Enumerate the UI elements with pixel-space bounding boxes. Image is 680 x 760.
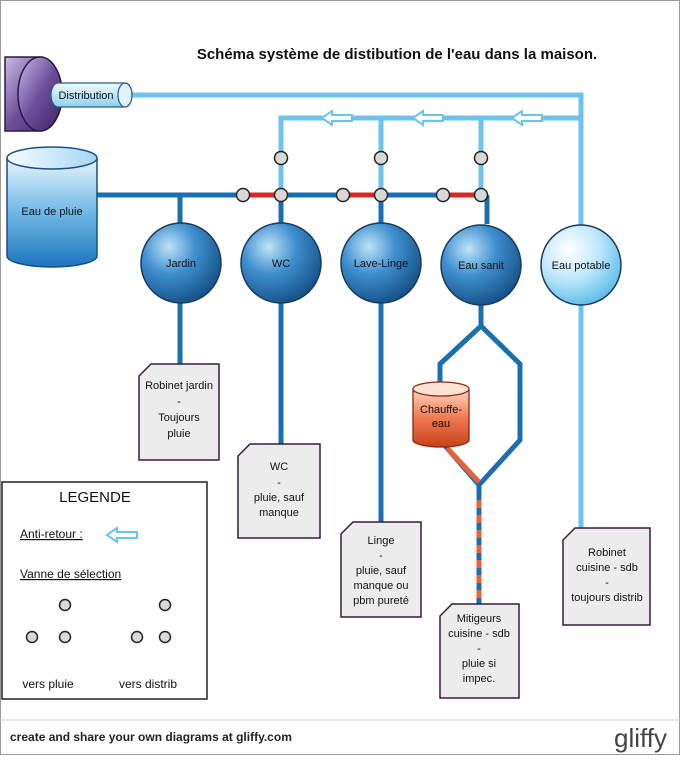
label-wc: WC — [272, 258, 290, 270]
note-linge-line: manque ou — [353, 580, 408, 592]
anti-retour-icon — [411, 109, 444, 127]
distribution-branch-pipe — [278, 115, 581, 152]
diagram-title: Schéma système de distibution de l'eau d… — [197, 46, 597, 63]
valve-node — [373, 150, 389, 166]
anti-retour-arrows — [320, 109, 543, 127]
note-jardin-line: Robinet jardin — [145, 380, 213, 392]
note-mitigeurs — [439, 603, 520, 699]
note-robinet-line: cuisine - sdb — [576, 562, 638, 574]
legend: LEGENDE Anti-retour : Vanne de sélection… — [1, 481, 208, 700]
label-lave-linge: Lave-Linge — [354, 258, 408, 270]
label-jardin: Jardin — [166, 258, 196, 270]
note-mitigeurs-line: pluie si — [462, 658, 496, 670]
note-linge-line: pbm pureté — [353, 595, 409, 607]
note-robinet-line: - — [605, 577, 609, 589]
pipe-heater-hot — [445, 446, 481, 484]
legend-vers-distrib: vers distrib — [119, 677, 177, 691]
note-wc-line: WC — [270, 461, 288, 473]
note-linge-line: Linge — [368, 535, 395, 547]
node-jardin — [140, 222, 222, 304]
valve-node — [235, 187, 251, 203]
valve-node — [335, 187, 351, 203]
note-linge-line: pluie, sauf — [356, 565, 407, 577]
label-eau-potable: Eau potable — [552, 260, 611, 272]
legend-valve-node — [58, 598, 72, 612]
note-shapes — [138, 363, 651, 699]
node-eau-sanit — [440, 224, 522, 306]
note-robinet-line: Robinet — [588, 547, 626, 559]
legend-anti-retour-icon — [105, 526, 138, 544]
legend-vanne-label: Vanne de sélection — [20, 567, 121, 581]
rain-tank-label: Eau de pluie — [21, 206, 82, 218]
note-jardin-line: pluie — [167, 428, 190, 440]
valve-nodes — [235, 150, 489, 203]
consumer-nodes — [140, 222, 622, 306]
note-wc-line: - — [277, 477, 281, 489]
distribution-main-pipe — [132, 92, 584, 528]
legend-anti-retour-label: Anti-retour : — [20, 527, 83, 541]
note-linge — [340, 521, 422, 618]
note-mitigeurs-line: Mitigeurs — [457, 613, 502, 625]
node-eau-potable — [540, 224, 622, 306]
note-wc-line: manque — [259, 507, 299, 519]
legend-title: LEGENDE — [59, 489, 131, 506]
valve-node — [373, 187, 389, 203]
valve-node — [273, 150, 289, 166]
note-mitigeurs-line: cuisine - sdb — [448, 628, 510, 640]
note-robinet — [562, 527, 651, 626]
note-mitigeurs-line: - — [477, 643, 481, 655]
valve-node — [473, 187, 489, 203]
valve-node — [273, 187, 289, 203]
legend-valve-node — [58, 630, 72, 644]
legend-valve-node — [158, 630, 172, 644]
distribution-label: Distribution — [58, 90, 113, 102]
valve-node — [435, 187, 451, 203]
legend-vers-pluie: vers pluie — [22, 677, 74, 691]
heater-label-1: Chauffe- — [420, 404, 462, 416]
note-jardin-line: - — [177, 396, 181, 408]
rain-tank: Eau de pluie — [6, 146, 98, 268]
gliffy-logo: gliffy — [614, 723, 667, 753]
legend-valve-node — [130, 630, 144, 644]
note-linge-line: - — [379, 550, 383, 562]
note-jardin — [138, 363, 220, 461]
anti-retour-icon — [320, 109, 353, 127]
valve-node — [473, 150, 489, 166]
distribution-source: Distribution — [4, 56, 133, 132]
heater-label-2: eau — [432, 418, 450, 430]
node-lave-linge — [340, 222, 422, 304]
note-jardin-line: Toujours — [158, 412, 200, 424]
legend-valve-node — [158, 598, 172, 612]
label-eau-sanit: Eau sanit — [458, 260, 504, 272]
footer-text: create and share your own diagrams at gl… — [10, 730, 292, 744]
legend-box — [1, 481, 208, 700]
node-wc — [240, 222, 322, 304]
note-wc — [237, 443, 321, 539]
anti-retour-icon — [510, 109, 543, 127]
chauffe-eau: Chauffe- eau — [412, 381, 470, 448]
legend-valve-node — [25, 630, 39, 644]
note-wc-line: pluie, sauf — [254, 492, 305, 504]
note-robinet-line: toujours distrib — [571, 592, 643, 604]
note-mitigeurs-line: impec. — [463, 673, 495, 685]
